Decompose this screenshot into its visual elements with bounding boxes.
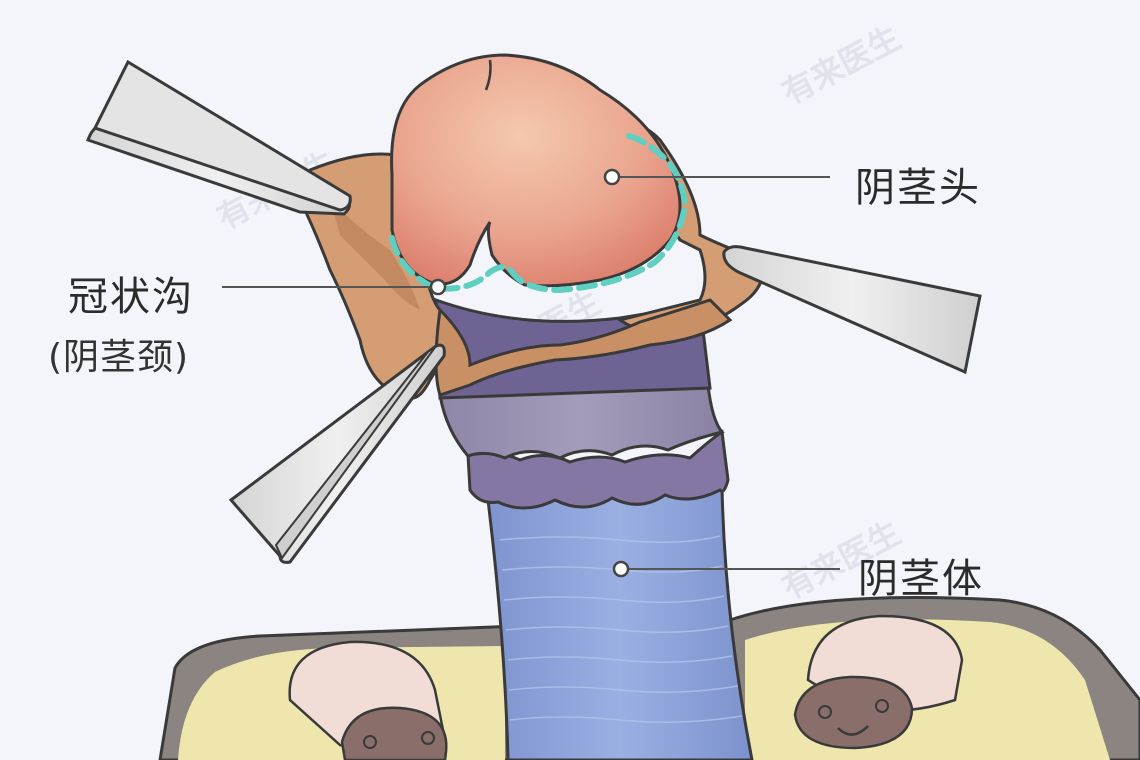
shaft-marker	[612, 560, 630, 578]
retracted-skin-band	[466, 429, 730, 510]
label-corona: 冠状沟	[68, 274, 194, 320]
clamp-top-left	[86, 59, 352, 216]
label-glans: 阴茎头	[855, 165, 981, 211]
markers	[429, 168, 630, 578]
label-shaft: 阴茎体	[858, 556, 984, 602]
glans-shape	[389, 53, 689, 294]
leader-lines	[222, 176, 840, 570]
watermark: 有来医生	[776, 18, 907, 112]
penis-shaft	[486, 486, 754, 760]
clamp-right	[722, 245, 982, 375]
base-tissue	[158, 596, 1140, 760]
label-corona-alt: (阴茎颈)	[48, 337, 190, 378]
glans-marker	[603, 168, 621, 186]
corona-marker	[429, 278, 447, 296]
clamp-bottom-left	[228, 343, 446, 564]
